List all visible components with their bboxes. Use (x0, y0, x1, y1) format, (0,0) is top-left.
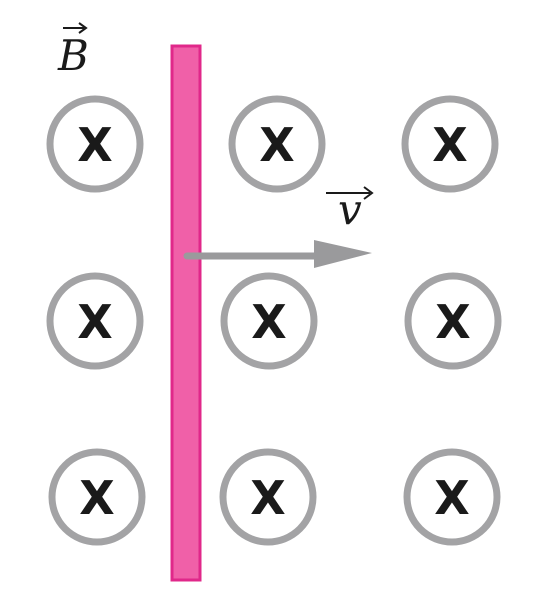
field-marker: X (46, 95, 144, 193)
field-label: B (57, 22, 89, 80)
velocity-label-text: v (338, 185, 362, 234)
field-marker-circle (403, 448, 501, 546)
field-vector-arrow-head (78, 22, 88, 34)
field-marker-circle (219, 448, 317, 546)
field-marker-circle (401, 95, 499, 193)
field-marker-cross: X (250, 471, 285, 525)
field-marker-circle (46, 272, 144, 370)
field-marker-circle (404, 272, 502, 370)
field-marker: X (220, 272, 318, 370)
field-marker: X (228, 95, 326, 193)
field-marker: X (48, 448, 146, 546)
field-marker-circle (228, 95, 326, 193)
field-label-text: B (57, 31, 89, 80)
field-marker-cross: X (77, 295, 112, 349)
velocity-arrow-head (314, 240, 372, 268)
field-marker-circle (46, 95, 144, 193)
field-marker-cross: X (259, 118, 294, 172)
field-marker-cross: X (434, 471, 469, 525)
velocity-label: v (326, 185, 374, 234)
conducting-rod (170, 44, 202, 582)
field-markers: X X X X X X X X (46, 95, 502, 546)
field-marker-cross: X (79, 471, 114, 525)
field-marker-cross: X (432, 118, 467, 172)
field-marker-cross: X (77, 118, 112, 172)
field-marker-cross: X (251, 295, 286, 349)
velocity-label-arrow-head (363, 186, 374, 200)
field-marker: X (401, 95, 499, 193)
field-marker: X (219, 448, 317, 546)
field-marker-circle (48, 448, 146, 546)
field-marker-circle (220, 272, 318, 370)
field-marker: X (46, 272, 144, 370)
field-marker: X (403, 448, 501, 546)
field-marker: X (404, 272, 502, 370)
velocity-vector (183, 240, 372, 268)
field-marker-cross: X (435, 295, 470, 349)
